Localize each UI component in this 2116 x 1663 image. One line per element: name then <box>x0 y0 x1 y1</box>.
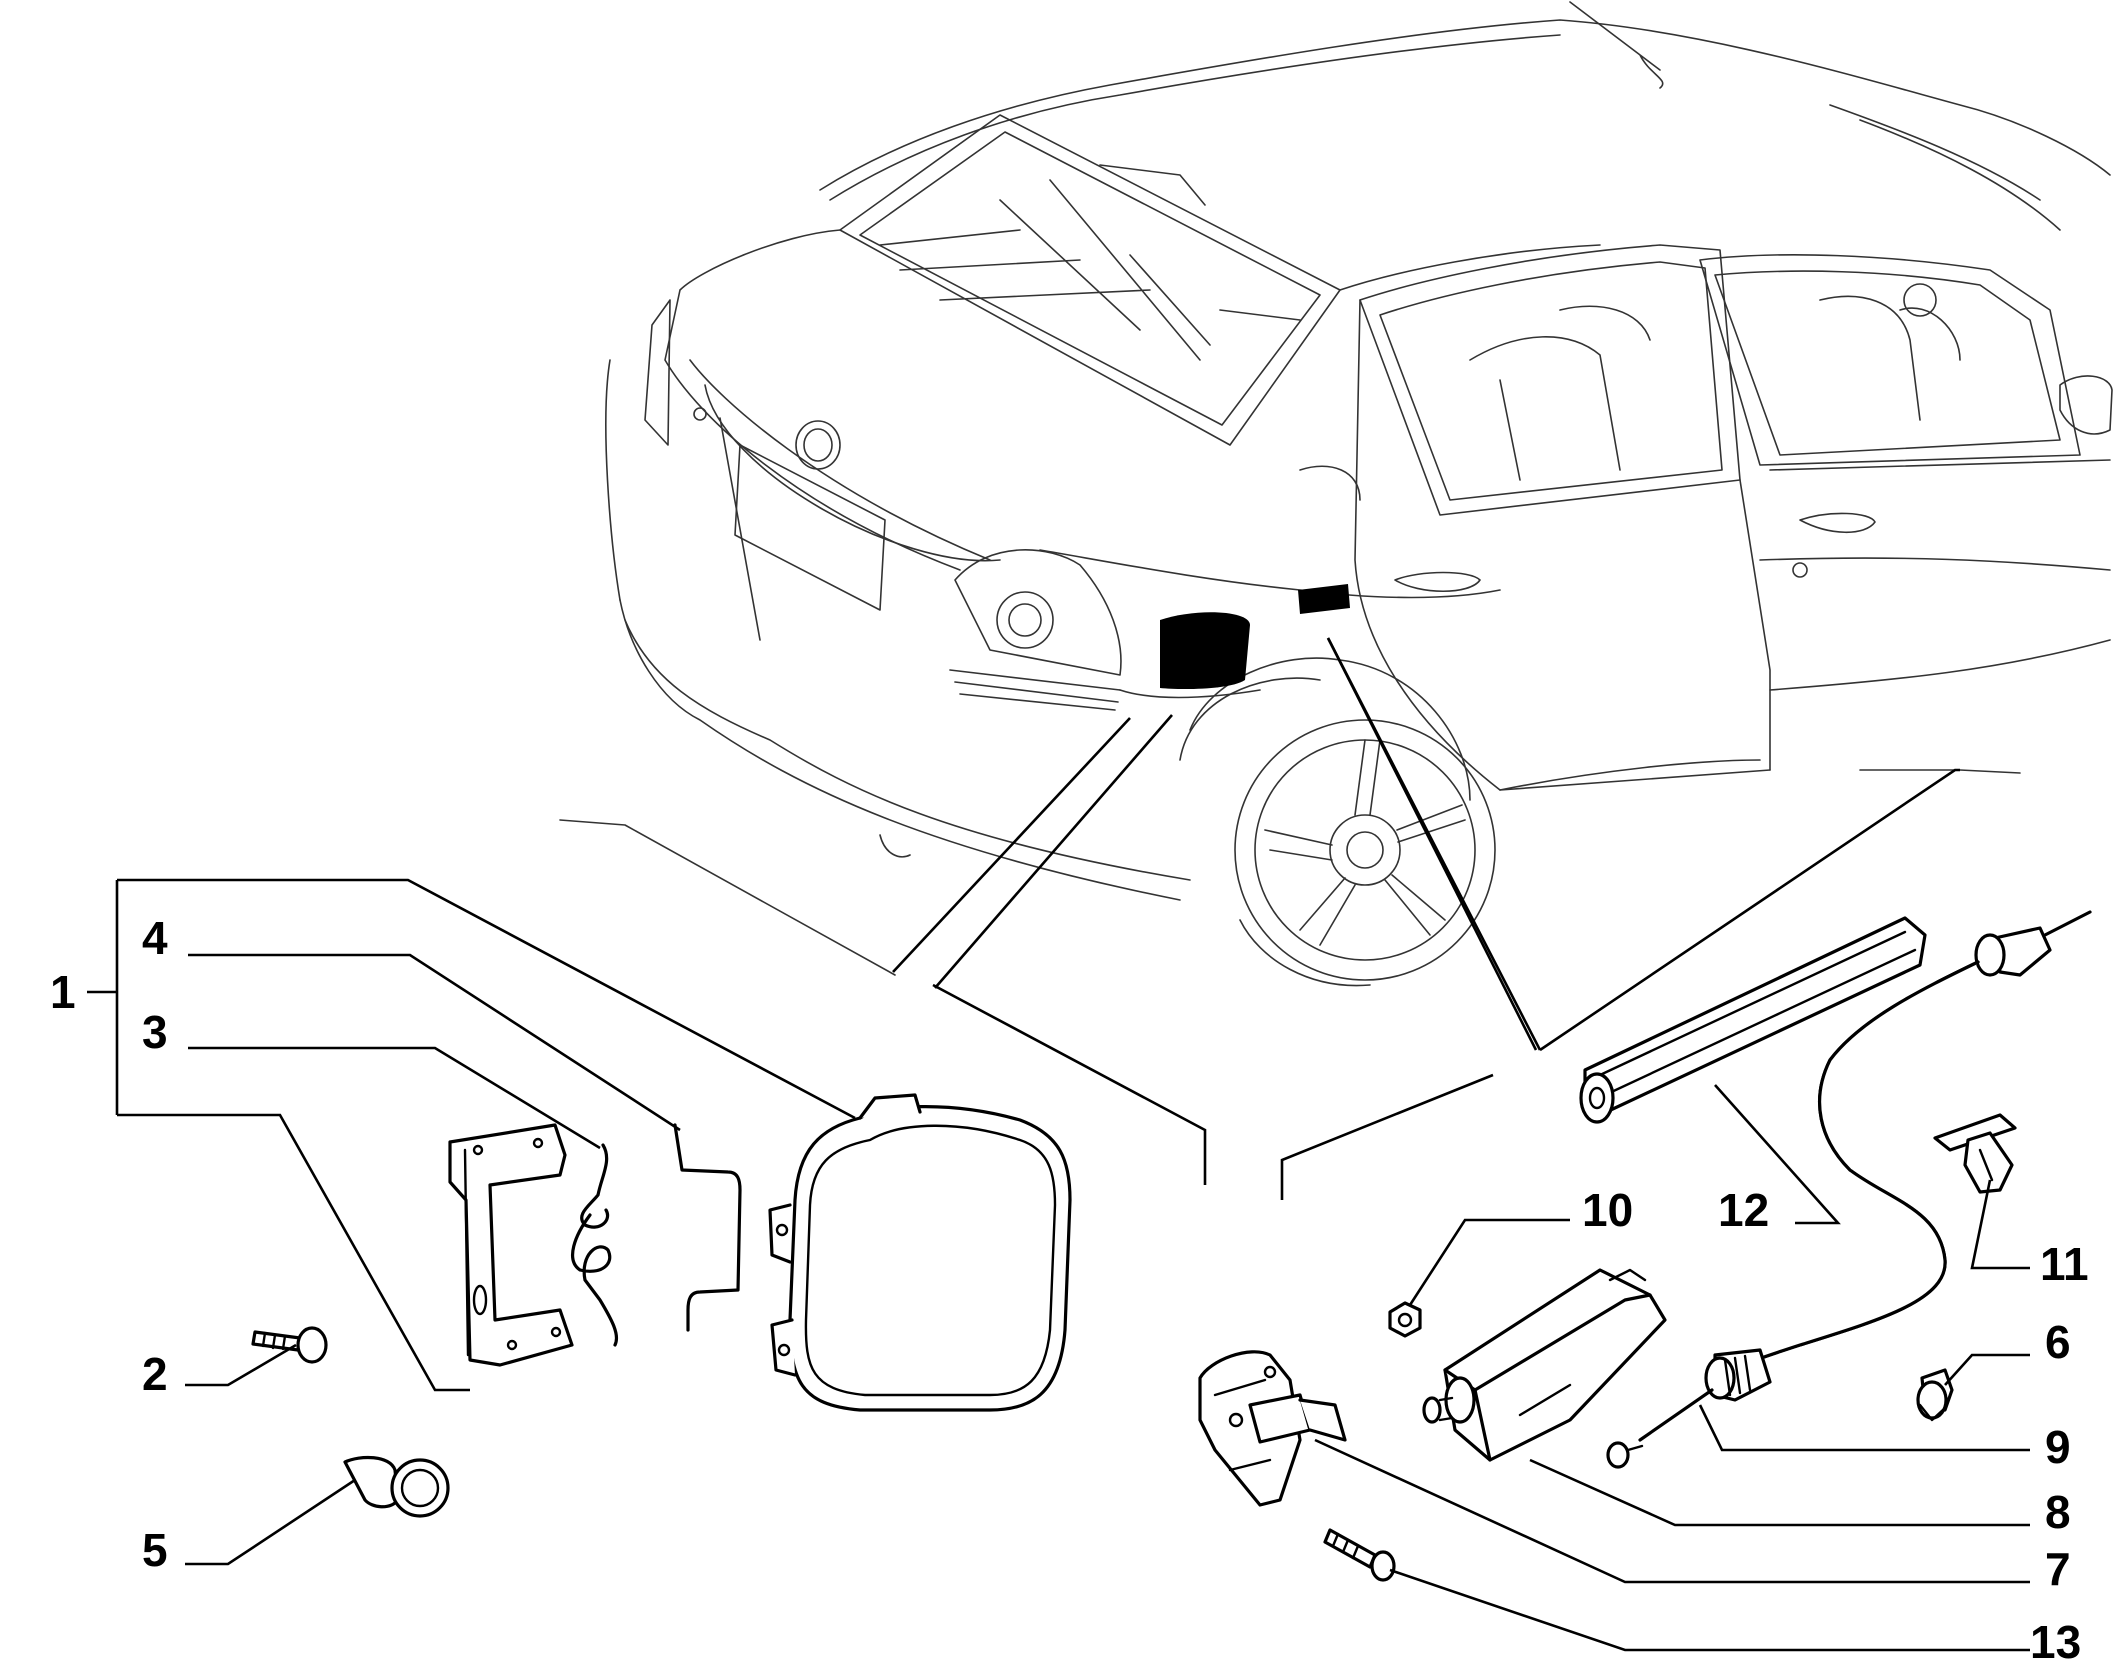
callout-2: 2 <box>142 1348 168 1400</box>
seal-strip-12 <box>1579 916 1927 1124</box>
lock-actuator-housing-8 <box>1422 1268 1667 1462</box>
nut-10 <box>1388 1301 1422 1338</box>
rubber-buffer-5 <box>343 1455 450 1518</box>
leader-lines <box>87 878 2030 1652</box>
callout-6: 6 <box>2045 1316 2071 1368</box>
callout-8: 8 <box>2045 1486 2071 1538</box>
screw-2 <box>251 1326 328 1364</box>
fuel-filler-door <box>768 1093 1072 1412</box>
callout-3: 3 <box>142 1006 168 1058</box>
grommet-6 <box>1916 1368 1954 1422</box>
car-illustration <box>559 1 2113 987</box>
spring <box>570 1143 619 1347</box>
callout-10: 10 <box>1582 1184 1633 1236</box>
screw-13 <box>1323 1528 1396 1582</box>
callout-1: 1 <box>50 966 76 1018</box>
hinge-bracket <box>448 1123 574 1367</box>
rod <box>673 1123 742 1332</box>
release-switch-location-marker <box>1298 584 1350 614</box>
callout-11: 11 <box>2040 1238 2089 1290</box>
callout-9: 9 <box>2045 1421 2071 1473</box>
callout-12: 12 <box>1718 1184 1769 1236</box>
callout-5: 5 <box>142 1524 168 1576</box>
callout-7: 7 <box>2045 1543 2071 1595</box>
projection-lines <box>892 637 1960 1200</box>
callout-4: 4 <box>142 912 168 964</box>
fuel-door-location-marker <box>1160 612 1250 690</box>
clip-11 <box>1933 1113 2017 1194</box>
callout-13: 13 <box>2030 1616 2081 1663</box>
callout-labels: 1 4 3 2 5 10 12 11 6 9 8 7 13 <box>50 912 2089 1663</box>
release-actuator-7 <box>1198 1350 1347 1507</box>
release-cable-9 <box>1606 910 2092 1469</box>
